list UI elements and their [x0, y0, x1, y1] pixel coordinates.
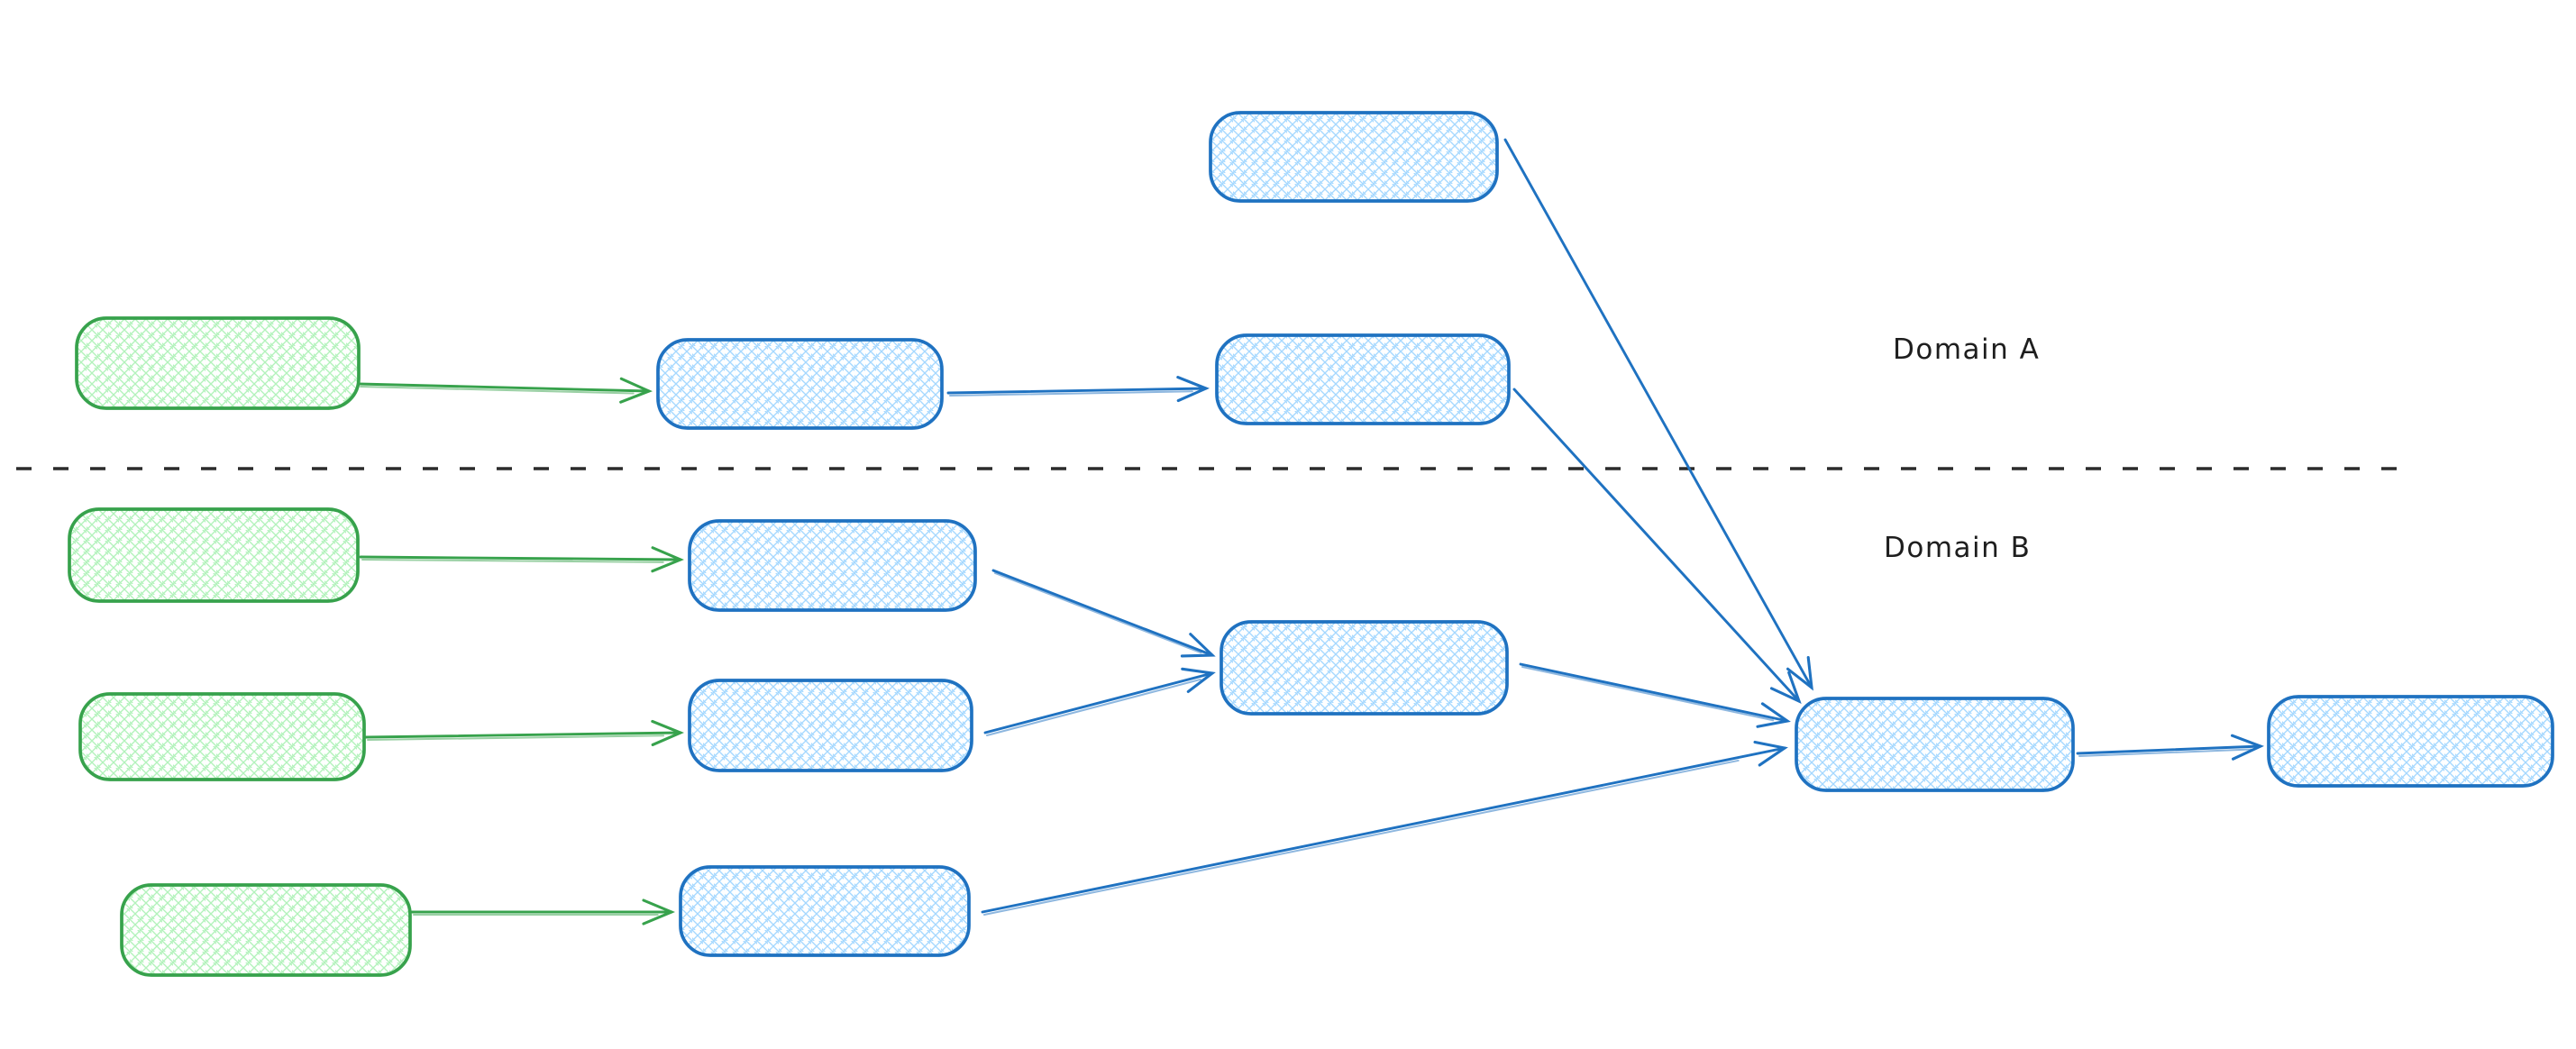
edge-main-merge-to-output[interactable] — [2076, 734, 2265, 761]
edge-a-stage2-to-main-merge[interactable] — [1512, 388, 1802, 704]
edge-b-stage1a-to-merge[interactable] — [991, 569, 1216, 658]
domain-a-label[interactable]: Domain A — [1893, 333, 2041, 366]
domain-b-label[interactable]: Domain B — [1884, 532, 2032, 564]
edge-b-merge-to-main-merge[interactable] — [1519, 662, 1791, 728]
node-domain-a-stage-2[interactable] — [1215, 333, 1511, 425]
node-domain-a-top[interactable] — [1209, 111, 1499, 203]
node-domain-b-merge[interactable] — [1219, 620, 1509, 716]
node-domain-b-source-2[interactable] — [78, 692, 366, 781]
node-domain-b-stage-1c[interactable] — [679, 865, 971, 957]
node-domain-b-source-3[interactable] — [120, 883, 412, 977]
node-domain-a-source[interactable] — [75, 316, 361, 410]
node-domain-b-stage-1a[interactable] — [688, 519, 977, 612]
edge-b-stage1b-to-merge[interactable] — [983, 667, 1216, 736]
node-domain-a-stage-1[interactable] — [656, 338, 944, 430]
edge-a-stage1-to-stage2[interactable] — [946, 375, 1210, 403]
node-domain-b-source-1[interactable] — [68, 507, 360, 603]
node-main-merge[interactable] — [1795, 697, 2075, 792]
edge-a-top-to-main-merge[interactable] — [1503, 138, 1813, 691]
node-domain-b-stage-1b[interactable] — [688, 679, 973, 772]
edge-b-source1-to-stage1a[interactable] — [359, 546, 685, 573]
node-output[interactable] — [2267, 695, 2554, 788]
edge-b-source3-to-stage1c[interactable] — [410, 898, 676, 926]
edge-b-stage1c-to-main-merge[interactable] — [981, 740, 1788, 916]
edge-a-source-to-stage1[interactable] — [357, 377, 653, 404]
edge-b-source2-to-stage1b[interactable] — [364, 719, 685, 746]
